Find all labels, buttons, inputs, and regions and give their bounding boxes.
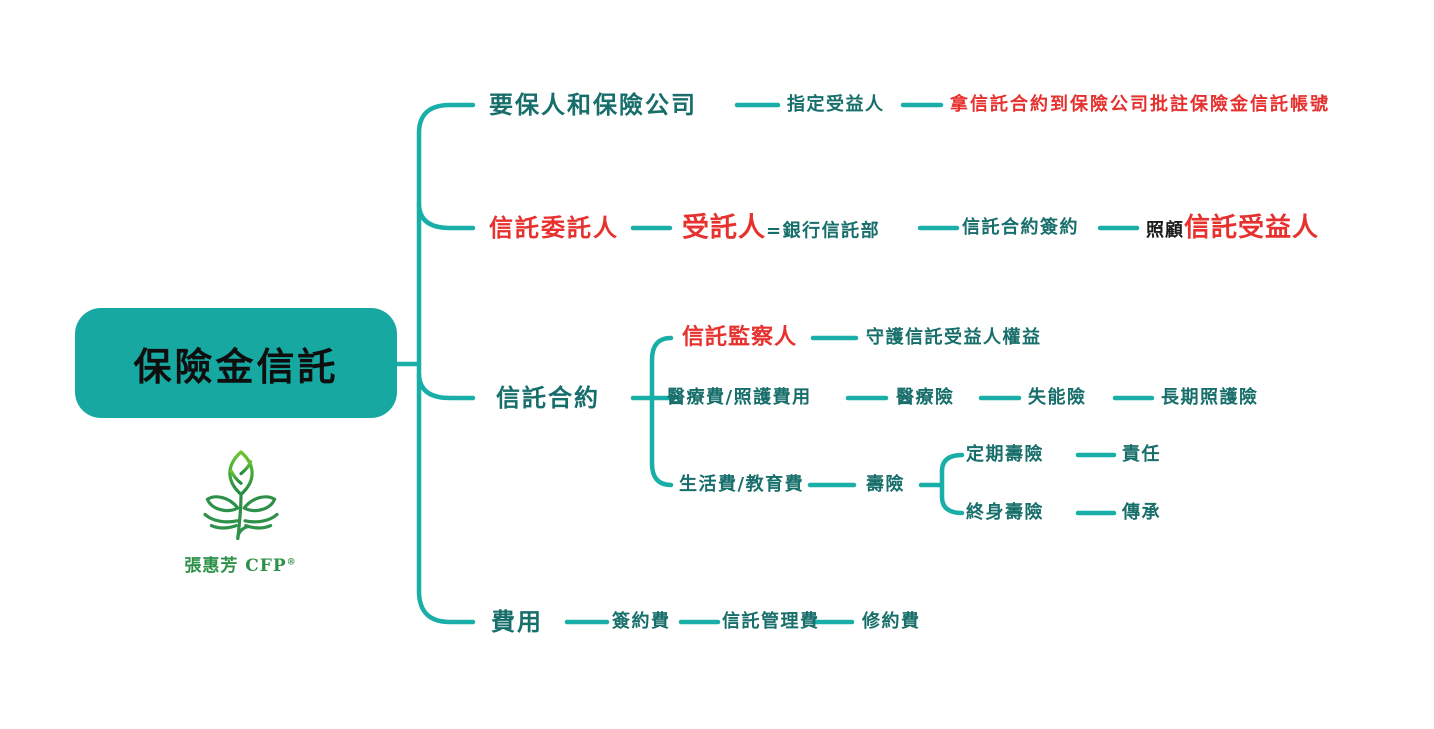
node-amendment-fee: 修約費 [862, 611, 921, 632]
brand-logo: 張惠芳 CFP® [168, 447, 313, 576]
node-protect-beneficiary-rights: 守護信託受益人權益 [866, 327, 1042, 348]
node-legacy: 傳承 [1122, 502, 1161, 523]
node-trust-management-fee: 信託管理費 [722, 611, 820, 632]
trustee-suffix: =銀行信託部 [766, 220, 881, 242]
node-life-insurance: 壽險 [866, 474, 905, 495]
node-term-life: 定期壽險 [966, 444, 1044, 465]
node-whole-life: 終身壽險 [966, 502, 1044, 523]
life-bracket [939, 452, 965, 516]
node-trust-settlor: 信託委託人 [489, 214, 619, 242]
trunk-line [416, 102, 476, 625]
root-label: 保險金信託 [133, 344, 339, 389]
node-policyholder-insurer: 要保人和保險公司 [489, 91, 697, 119]
branch3-elbow [416, 372, 476, 401]
branch2-elbow [416, 202, 476, 231]
node-designate-beneficiary: 指定受益人 [787, 94, 885, 115]
brand-name-text: 張惠芳 CFP [184, 556, 287, 576]
brand-name: 張惠芳 CFP® [168, 551, 313, 576]
root-node: 保險金信託 [75, 308, 397, 418]
node-medical-insurance: 醫療險 [896, 387, 955, 408]
trustee-label: 受託人 [682, 212, 766, 244]
node-trust-supervisor: 信託監察人 [682, 325, 798, 350]
node-trustee: 受託人 =銀行信託部 [682, 215, 880, 242]
seedling-leaf-icon [202, 450, 279, 540]
node-fees: 費用 [491, 608, 543, 636]
node-endorse-trust-account: 拿信託合約到保險公司批註保險金信託帳號 [950, 94, 1330, 115]
care-prefix: 照顧 [1146, 220, 1184, 241]
node-trust-contract: 信託合約 [496, 384, 600, 412]
node-disability-insurance: 失能險 [1028, 387, 1087, 408]
registered-mark: ® [286, 557, 297, 568]
node-contract-signing: 信託合約簽約 [962, 217, 1079, 238]
node-longterm-care-insurance: 長期照護險 [1161, 387, 1259, 408]
node-living-education-costs: 生活費/教育費 [679, 474, 805, 495]
b3-bracket [649, 335, 674, 488]
node-responsibility: 責任 [1122, 444, 1161, 465]
node-signing-fee: 簽約費 [612, 611, 671, 632]
node-medical-care-costs: 醫療費/照護費用 [667, 387, 812, 408]
trust-beneficiary-label: 信託受益人 [1184, 213, 1320, 243]
node-care-beneficiary: 照顧 信託受益人 [1146, 215, 1319, 241]
